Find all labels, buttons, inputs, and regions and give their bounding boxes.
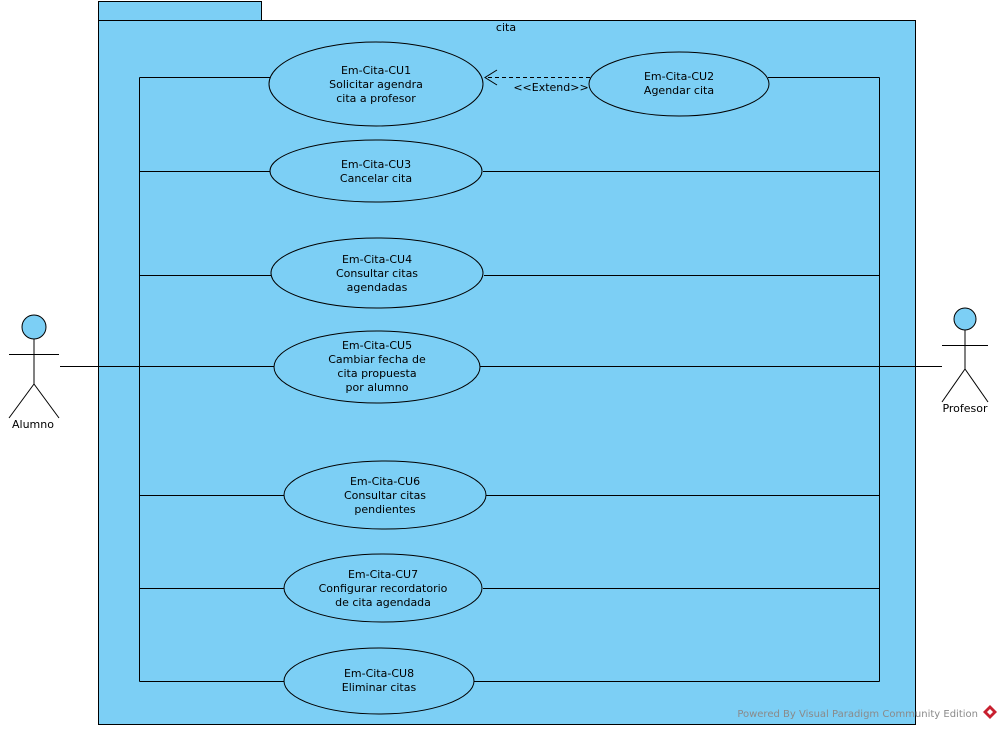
use-case-name-line: pendientes (354, 503, 416, 516)
use-case-id: Em-Cita-CU6 (350, 475, 420, 488)
use-case-id: Em-Cita-CU8 (344, 667, 414, 680)
use-case-ellipse (283, 460, 487, 530)
use-case-ellipse (270, 237, 484, 309)
actor-profesor[interactable] (941, 307, 989, 403)
use-case-name-line: Cambiar fecha de (328, 353, 426, 366)
actor-left-leg (941, 368, 966, 403)
actor-profesor-label: Profesor (942, 402, 988, 415)
use-case-name-line: cita propuesta (337, 367, 416, 380)
use-case-name-line: Eliminar citas (342, 681, 417, 694)
use-case-id: Em-Cita-CU3 (341, 158, 411, 171)
use-case-name-line: Cancelar cita (340, 172, 412, 185)
actor-head (953, 307, 977, 331)
use-case-name-line: Consultar citas (336, 267, 418, 280)
use-case-cu2[interactable]: Em-Cita-CU2 Agendar cita (588, 51, 770, 117)
watermark-text: Powered By Visual Paradigm Community Edi… (737, 709, 978, 720)
association-lines (60, 77, 942, 682)
use-case-ellipse (268, 41, 484, 127)
use-case-id: Em-Cita-CU2 (644, 70, 714, 83)
use-case-name-line: de cita agendada (335, 596, 431, 609)
use-case-name-line: Consultar citas (344, 489, 426, 502)
actor-right-leg (964, 368, 989, 403)
actor-alumno-label: Alumno (12, 418, 54, 431)
extend-arrowhead (484, 69, 498, 86)
use-case-cu3[interactable]: Em-Cita-CU3 Cancelar cita (269, 139, 483, 203)
use-case-cu7[interactable]: Em-Cita-CU7 Configurar recordatorio de c… (283, 553, 483, 623)
package-tab (98, 1, 262, 21)
actor-right-leg (33, 383, 60, 419)
use-case-ellipse (283, 647, 475, 715)
use-case-cu1[interactable]: Em-Cita-CU1 Solicitar agendra cita a pro… (268, 41, 484, 127)
use-case-cu8[interactable]: Em-Cita-CU8 Eliminar citas (283, 647, 475, 715)
use-case-name-line: cita a profesor (336, 92, 416, 105)
actor-head (21, 314, 47, 340)
use-case-id: Em-Cita-CU5 (342, 339, 412, 352)
use-case-cu4[interactable]: Em-Cita-CU4 Consultar citas agendadas (270, 237, 484, 309)
actor-left-leg (8, 383, 35, 419)
use-case-name-line: por alumno (346, 381, 409, 394)
use-case-ellipse (283, 553, 483, 623)
extend-relationship: <<Extend>> (484, 69, 590, 94)
use-case-id: Em-Cita-CU1 (341, 64, 411, 77)
use-case-id: Em-Cita-CU7 (348, 568, 418, 581)
use-case-id: Em-Cita-CU4 (342, 253, 412, 266)
use-case-ellipse (269, 139, 483, 203)
use-case-ellipse (273, 330, 481, 404)
visual-paradigm-logo-icon (983, 705, 997, 719)
use-case-name-line: Configurar recordatorio (319, 582, 448, 595)
package-name: cita (496, 21, 516, 34)
use-case-name-line: Agendar cita (644, 84, 714, 97)
use-case-name-line: agendadas (347, 281, 408, 294)
extend-label: <<Extend>> (513, 81, 588, 94)
use-case-ellipse (588, 51, 770, 117)
package-body (98, 20, 916, 725)
use-case-cu5[interactable]: Em-Cita-CU5 Cambiar fecha de cita propue… (273, 330, 481, 404)
use-case-cu6[interactable]: Em-Cita-CU6 Consultar citas pendientes (283, 460, 487, 530)
use-case-name-line: Solicitar agendra (329, 78, 423, 91)
actor-alumno[interactable] (8, 314, 60, 419)
package-cita: cita (98, 1, 916, 725)
